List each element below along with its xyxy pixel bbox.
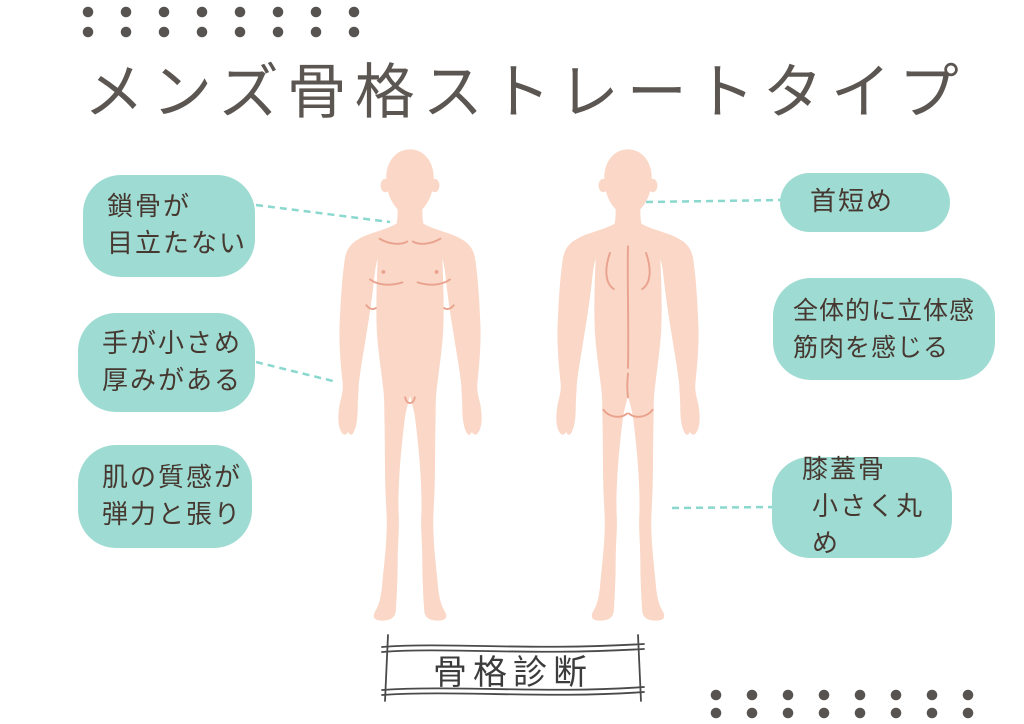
body-front-illustration [338, 149, 482, 621]
callout-collarbone: 鎖骨が 目立たない [83, 175, 255, 277]
callout-line: 手が小さめ [102, 328, 243, 359]
callout-line: 鎖骨が [107, 192, 192, 222]
callout-line: 弾力と張り [102, 499, 243, 530]
callout-line: 目立たない [107, 229, 248, 259]
callout-hands: 手が小さめ 厚みがある [78, 313, 255, 412]
footer-label: 骨格診断 [433, 652, 593, 693]
front-detail-lines [365, 237, 455, 404]
callout-skin: 肌の質感が 弾力と張り [78, 445, 252, 548]
callout-line: 小さく丸め [812, 492, 925, 559]
page-title: メンズ骨格ストレートタイプ [84, 58, 967, 128]
body-back-illustration [556, 149, 700, 621]
dots-decoration-top [69, 2, 373, 42]
callout-line: 膝蓋骨 [802, 455, 887, 485]
back-detail-lines [602, 245, 654, 418]
callout-line: 全体的に立体感 [793, 296, 976, 325]
callout-neck: 首短め [780, 173, 950, 232]
callout-kneecap: 膝蓋骨 小さく丸め [772, 455, 952, 559]
dots-decoration-bottom [698, 686, 986, 722]
body-silhouette-half [338, 149, 410, 621]
callout-line: 肌の質感が [102, 462, 243, 493]
callout-line: 厚みがある [102, 365, 243, 396]
callout-muscle: 全体的に立体感 筋肉を感じる [773, 278, 995, 380]
footer-frame-lines [381, 634, 645, 702]
front-nipples [381, 270, 439, 274]
footer-stamp: 骨格診断 [378, 633, 648, 703]
callout-line: 筋肉を感じる [793, 333, 950, 362]
callout-line: 首短め [810, 187, 895, 217]
